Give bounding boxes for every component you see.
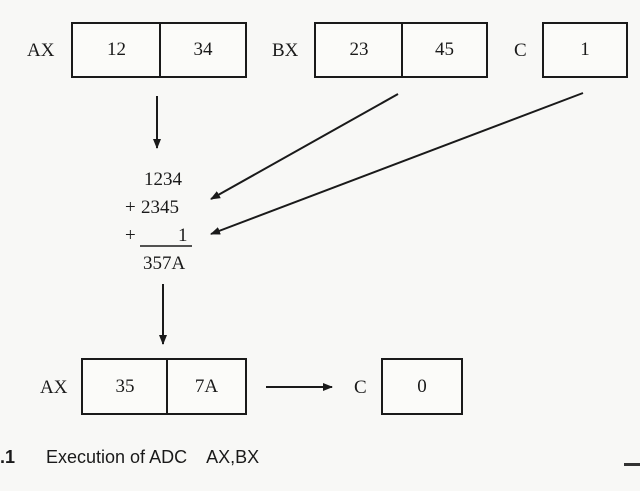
ax-register-label-top: AX — [27, 40, 55, 61]
carry-to-sum-arrow — [210, 92, 584, 235]
carry-flag-box-top: 1 — [542, 22, 628, 78]
ax-low-byte-top: 34 — [193, 39, 213, 60]
carry-flag-box-bottom: 0 — [381, 358, 463, 415]
plus-sign-1: + — [125, 197, 136, 218]
bx-byte-divider — [401, 24, 403, 76]
ax-high-byte-top: 12 — [107, 39, 126, 60]
bx-high-byte: 23 — [349, 39, 369, 60]
page-edge-mark — [624, 463, 640, 466]
plus-sign-2: + — [125, 225, 136, 246]
ax-low-byte-bottom: 7A — [194, 375, 219, 397]
ax-byte-divider-top — [159, 24, 161, 76]
sum-result: 357A — [143, 253, 186, 274]
ax-high-byte-bottom: 35 — [115, 375, 135, 397]
carry-flag-label-top: C — [514, 40, 527, 61]
ax-register-label-bottom: AX — [40, 377, 68, 398]
carry-flag-label-bottom: C — [354, 377, 367, 398]
addend-carry: 1 — [178, 225, 188, 246]
bx-register-label: BX — [272, 40, 299, 61]
addend-ax: 1234 — [144, 169, 182, 190]
figure-number: .1 — [0, 447, 16, 467]
bx-to-sum-arrow — [210, 93, 399, 200]
bx-low-byte: 45 — [435, 39, 454, 60]
carry-flag-value-bottom: 0 — [417, 375, 427, 397]
bx-register-box: 23 45 — [314, 22, 488, 78]
ax-register-box-bottom: 35 7A — [81, 358, 247, 415]
ax-byte-divider-bottom — [166, 360, 168, 413]
carry-flag-value-top: 1 — [580, 39, 590, 60]
figure-caption: Execution of ADC AX,BX — [46, 447, 260, 467]
ax-register-box-top: 12 34 — [71, 22, 247, 78]
addend-bx: 2345 — [141, 197, 179, 218]
